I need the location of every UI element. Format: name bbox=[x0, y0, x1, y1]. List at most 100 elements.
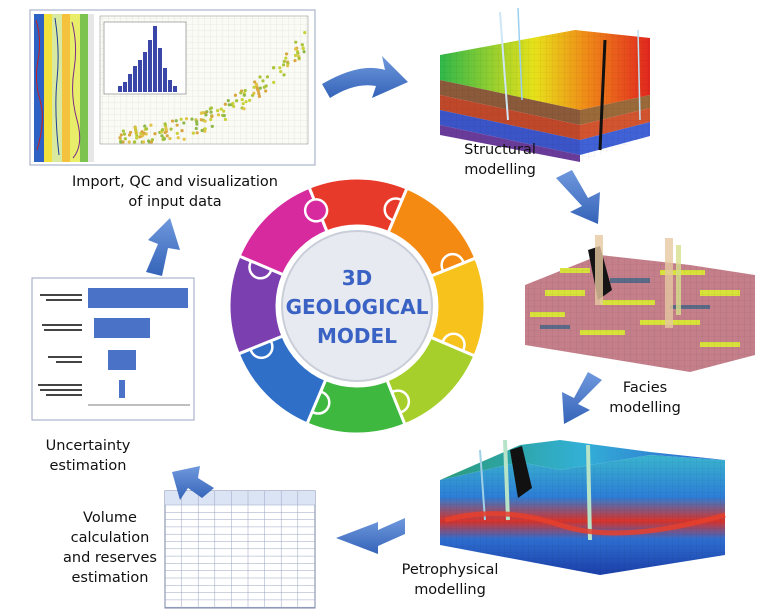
arrow-to-petrophysical bbox=[562, 372, 602, 424]
puzzle-knob bbox=[303, 198, 329, 223]
scatter-point bbox=[123, 137, 127, 141]
arrow-to-structural bbox=[322, 56, 408, 98]
scatter-point bbox=[293, 53, 298, 58]
center-disc bbox=[281, 230, 433, 382]
scatter-point bbox=[241, 102, 245, 106]
scatter-point bbox=[175, 123, 179, 127]
scatter-point bbox=[240, 98, 244, 102]
scatter-point bbox=[303, 31, 307, 35]
scatter-point bbox=[121, 140, 125, 144]
scatter-point bbox=[199, 118, 203, 122]
scatter-point bbox=[302, 50, 306, 54]
scatter-point bbox=[142, 131, 146, 135]
scatter-point bbox=[191, 131, 195, 135]
caption-facies-line-1: Facies bbox=[622, 380, 668, 396]
scatter-point bbox=[203, 119, 207, 123]
scatter-point bbox=[258, 75, 262, 79]
scatter-point bbox=[223, 117, 228, 122]
scatter-point bbox=[135, 135, 139, 139]
scatter-point bbox=[271, 66, 276, 70]
scatter-point bbox=[226, 99, 230, 103]
center-title-line-2: GEOLOGICAL bbox=[286, 295, 429, 319]
scatter-point bbox=[118, 136, 122, 140]
scatter-point bbox=[219, 107, 223, 111]
scatter-point bbox=[160, 134, 164, 138]
scatter-point bbox=[127, 133, 132, 137]
scatter-point bbox=[168, 136, 172, 141]
caption-volume-line-3: and reserves bbox=[63, 550, 157, 566]
scatter-point bbox=[242, 93, 246, 97]
scatter-point bbox=[210, 124, 214, 128]
caption-petrophysical: Petrophysical modelling bbox=[385, 560, 515, 600]
caption-facies-line-2: modelling bbox=[609, 400, 681, 416]
scatter-point bbox=[255, 87, 260, 91]
scatter-point bbox=[253, 80, 257, 84]
scatter-point bbox=[232, 104, 236, 108]
scatter-point bbox=[119, 140, 123, 144]
scatter-point bbox=[231, 101, 235, 106]
scatter-point bbox=[294, 47, 298, 51]
scatter-point bbox=[190, 117, 194, 121]
caption-structural-line-2: modelling bbox=[464, 162, 536, 178]
scatter-point bbox=[258, 86, 262, 90]
scatter-point bbox=[222, 109, 226, 113]
caption-structural: Structural modelling bbox=[440, 140, 560, 180]
scatter-point bbox=[235, 99, 239, 103]
scatter-point bbox=[209, 117, 213, 122]
scatter-point bbox=[175, 131, 179, 135]
scatter-point bbox=[239, 91, 243, 95]
caption-import-line-1: Import, QC and visualization bbox=[72, 174, 278, 190]
scatter-point bbox=[209, 110, 213, 114]
caption-volume-line-2: calculation bbox=[70, 530, 150, 546]
caption-volume-line-4: estimation bbox=[71, 570, 149, 586]
scatter-point bbox=[244, 100, 248, 104]
scatter-point bbox=[284, 52, 289, 56]
scatter-point bbox=[294, 40, 298, 44]
scatter-point bbox=[133, 140, 137, 144]
scatter-point bbox=[210, 114, 214, 118]
scatter-point bbox=[261, 79, 265, 83]
caption-import: Import, QC and visualization of input da… bbox=[30, 172, 320, 212]
caption-uncertainty-line-1: Uncertainty bbox=[45, 438, 131, 454]
caption-petro-line-2: modelling bbox=[414, 582, 486, 598]
scatter-point bbox=[216, 109, 220, 113]
scatter-point bbox=[194, 126, 198, 131]
input-data-panel bbox=[29, 9, 316, 166]
caption-volume: Volume calculation and reserves estimati… bbox=[60, 508, 160, 588]
center-title-line-1: 3D bbox=[342, 266, 373, 290]
scatter-point bbox=[222, 114, 226, 118]
scatter-cloud bbox=[118, 31, 307, 144]
scatter-point bbox=[195, 120, 199, 124]
scatter-point bbox=[284, 56, 288, 60]
scatter-point bbox=[265, 75, 270, 79]
scatter-point bbox=[163, 123, 167, 127]
scatter-point bbox=[257, 94, 262, 98]
scatter-point bbox=[149, 123, 153, 127]
caption-volume-line-1: Volume bbox=[83, 510, 137, 526]
scatter-point bbox=[182, 137, 186, 141]
scatter-point bbox=[279, 70, 283, 74]
scatter-point bbox=[223, 102, 227, 106]
volume-table-image bbox=[164, 490, 316, 609]
scatter-point bbox=[252, 91, 256, 95]
scatter-point bbox=[227, 103, 231, 107]
scatter-point bbox=[121, 129, 125, 133]
scatter-point bbox=[293, 58, 297, 63]
caption-import-line-2: of input data bbox=[128, 194, 222, 210]
scatter-point bbox=[204, 113, 208, 117]
scatter-point bbox=[252, 85, 256, 89]
scatter-point bbox=[164, 127, 168, 131]
scatter-point bbox=[153, 132, 157, 136]
scatter-point bbox=[282, 73, 286, 77]
scatter-point bbox=[264, 89, 268, 93]
scatter-point bbox=[119, 133, 123, 137]
scatter-point bbox=[286, 64, 290, 68]
scatter-point bbox=[203, 129, 207, 133]
scatter-point bbox=[184, 117, 189, 121]
scatter-point bbox=[282, 59, 286, 63]
scatter-point bbox=[170, 119, 175, 123]
caption-structural-line-1: Structural bbox=[464, 142, 536, 158]
caption-uncertainty: Uncertainty estimation bbox=[28, 436, 148, 476]
